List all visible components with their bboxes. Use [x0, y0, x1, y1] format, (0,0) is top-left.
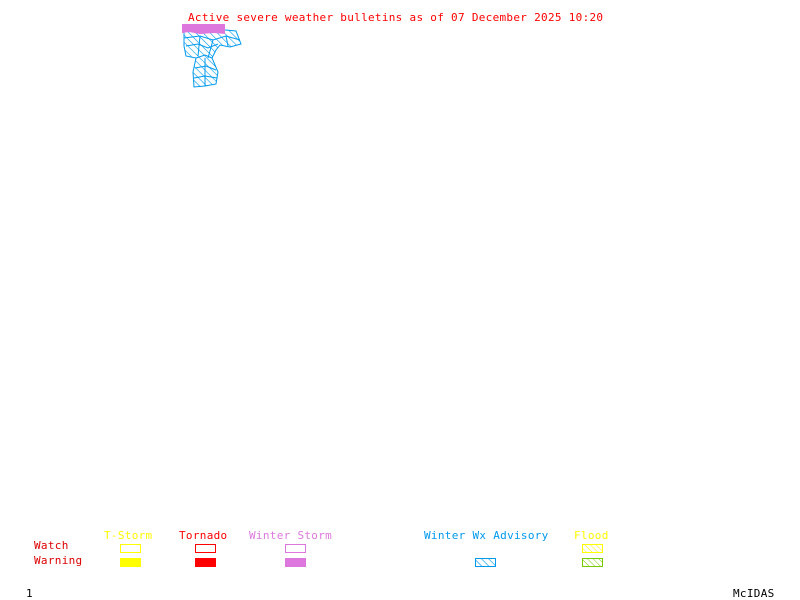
- legend-header-tstorm: T-Storm: [104, 529, 153, 542]
- tornado-warning-swatch: [195, 558, 216, 567]
- flood-watch-swatch: [582, 544, 603, 553]
- winter-storm-warning-area: [182, 24, 225, 34]
- bulletin-title: Active severe weather bulletins as of 07…: [188, 11, 604, 24]
- tornado-watch-swatch: [195, 544, 216, 553]
- legend-header-winter-storm: Winter Storm: [249, 529, 333, 542]
- winter-wx-advisory-area: [183, 29, 242, 88]
- tstorm-watch-swatch: [120, 544, 141, 553]
- winter-wx-advisory-warning-swatch: [475, 558, 496, 567]
- legend-row-warning: Warning: [34, 554, 83, 567]
- winter-storm-watch-swatch: [285, 544, 306, 553]
- legend-header-winter-wx-advisory: Winter Wx Advisory: [424, 529, 549, 542]
- frame-number: 1: [26, 587, 33, 600]
- tstorm-warning-swatch: [120, 558, 141, 567]
- software-label: McIDAS: [733, 587, 775, 600]
- legend-row-watch: Watch: [34, 539, 69, 552]
- legend-header-flood: Flood: [574, 529, 609, 542]
- legend-header-tornado: Tornado: [179, 529, 228, 542]
- flood-warning-swatch: [582, 558, 603, 567]
- winter-storm-warning-swatch: [285, 558, 306, 567]
